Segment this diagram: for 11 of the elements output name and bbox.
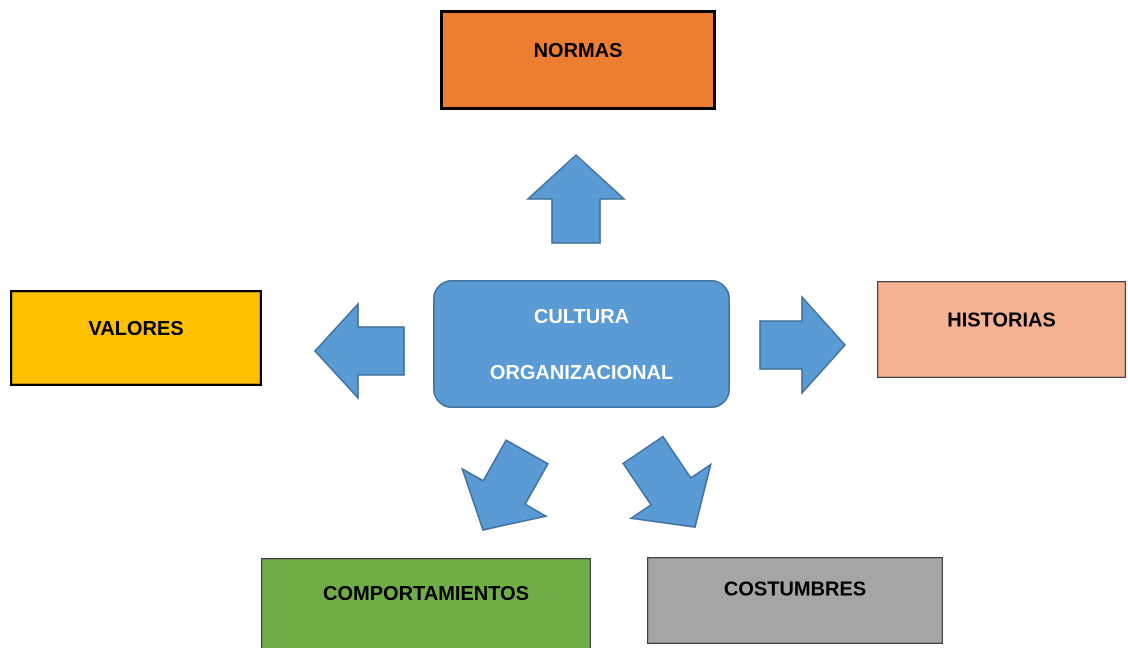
box: VALORES	[10, 290, 262, 386]
block-arrow	[759, 294, 847, 396]
box: COMPORTAMIENTOS	[261, 558, 591, 648]
box: HISTORIAS	[877, 281, 1126, 378]
box: NORMAS	[440, 10, 716, 110]
block-arrow	[622, 435, 712, 528]
block-arrow	[460, 439, 549, 531]
block-arrow	[313, 301, 405, 401]
box: COSTUMBRES	[647, 557, 943, 644]
rounded-box: CULTURA ORGANIZACIONAL	[433, 280, 730, 408]
block-arrow	[525, 153, 627, 244]
